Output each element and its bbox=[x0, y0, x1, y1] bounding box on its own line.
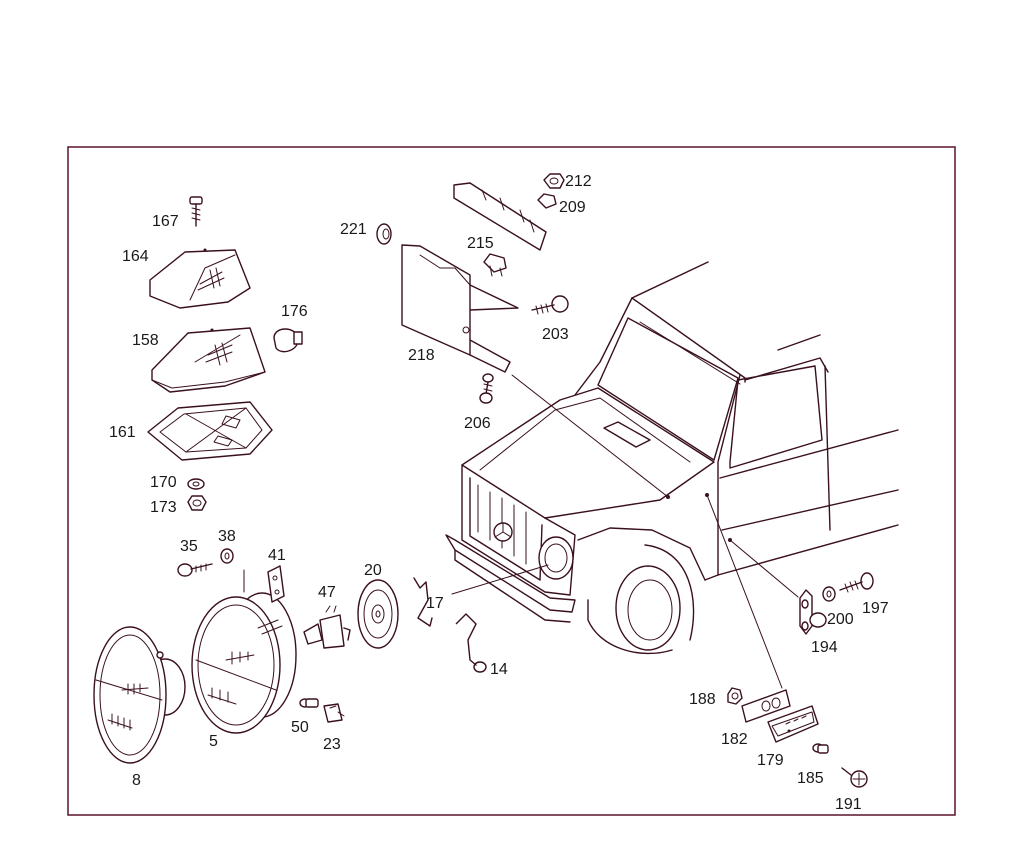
washer-38 bbox=[220, 548, 234, 564]
lamp-housing-158 bbox=[151, 327, 266, 393]
label-170: 170 bbox=[150, 474, 177, 491]
label-17: 17 bbox=[426, 595, 444, 612]
label-221: 221 bbox=[340, 221, 367, 238]
label-197: 197 bbox=[862, 600, 889, 617]
washer-200 bbox=[822, 586, 836, 602]
side-marker-179 bbox=[767, 705, 819, 743]
screw-191 bbox=[841, 767, 868, 788]
label-50: 50 bbox=[291, 719, 309, 736]
label-185: 185 bbox=[797, 770, 824, 787]
label-14: 14 bbox=[490, 661, 508, 678]
label-194: 194 bbox=[811, 639, 838, 656]
bulb-200 bbox=[809, 612, 827, 628]
part-labels: 167 164 176 158 161 170 173 35 38 41 20 … bbox=[109, 173, 889, 813]
label-164: 164 bbox=[122, 248, 149, 265]
label-209: 209 bbox=[559, 199, 586, 216]
label-5: 5 bbox=[209, 733, 218, 750]
label-188: 188 bbox=[689, 691, 716, 708]
label-179: 179 bbox=[757, 752, 784, 769]
trim-bar bbox=[453, 182, 547, 251]
gasket-182 bbox=[741, 689, 791, 723]
label-212: 212 bbox=[565, 173, 592, 190]
diagram-frame bbox=[67, 146, 956, 816]
label-167: 167 bbox=[152, 213, 179, 230]
label-191: 191 bbox=[835, 796, 862, 813]
lamp-cover-164 bbox=[149, 248, 251, 309]
clip-209 bbox=[537, 193, 557, 209]
label-41: 41 bbox=[268, 547, 286, 564]
grommet-221 bbox=[376, 223, 392, 245]
label-23: 23 bbox=[323, 736, 341, 753]
label-215: 215 bbox=[467, 235, 494, 252]
label-8: 8 bbox=[132, 772, 141, 789]
bulb-176 bbox=[273, 328, 303, 353]
clip-215 bbox=[483, 253, 507, 277]
label-38: 38 bbox=[218, 528, 236, 545]
bolt-206 bbox=[479, 373, 494, 404]
shield-218 bbox=[401, 244, 519, 373]
gasket-161 bbox=[147, 401, 273, 461]
bracket-17 bbox=[413, 577, 433, 627]
bulb-47 bbox=[303, 605, 351, 649]
label-161: 161 bbox=[109, 424, 136, 441]
socket-23 bbox=[323, 703, 345, 723]
cable-14 bbox=[455, 613, 487, 673]
nut-188 bbox=[727, 687, 743, 705]
screw-167 bbox=[189, 196, 203, 227]
bulb-185 bbox=[812, 743, 829, 754]
headlamp-5 bbox=[191, 569, 297, 734]
washer-170 bbox=[187, 478, 205, 490]
label-173: 173 bbox=[150, 499, 177, 516]
label-158: 158 bbox=[132, 332, 159, 349]
nut-173 bbox=[187, 495, 207, 511]
screw-203 bbox=[531, 295, 569, 315]
label-200: 200 bbox=[827, 611, 854, 628]
label-35: 35 bbox=[180, 538, 198, 555]
headlamp-8 bbox=[93, 626, 186, 764]
bracket-194 bbox=[799, 589, 813, 635]
label-47: 47 bbox=[318, 584, 336, 601]
label-20: 20 bbox=[364, 562, 382, 579]
nut-212 bbox=[543, 173, 565, 189]
screw-35 bbox=[177, 563, 213, 577]
label-206: 206 bbox=[464, 415, 491, 432]
clip-41 bbox=[267, 565, 285, 603]
label-218: 218 bbox=[408, 347, 435, 364]
vehicle-body bbox=[445, 261, 899, 689]
label-176: 176 bbox=[281, 303, 308, 320]
socket-20 bbox=[357, 579, 399, 649]
label-203: 203 bbox=[542, 326, 569, 343]
screw-197 bbox=[839, 572, 874, 593]
bulb-50 bbox=[299, 698, 319, 708]
label-182: 182 bbox=[721, 731, 748, 748]
